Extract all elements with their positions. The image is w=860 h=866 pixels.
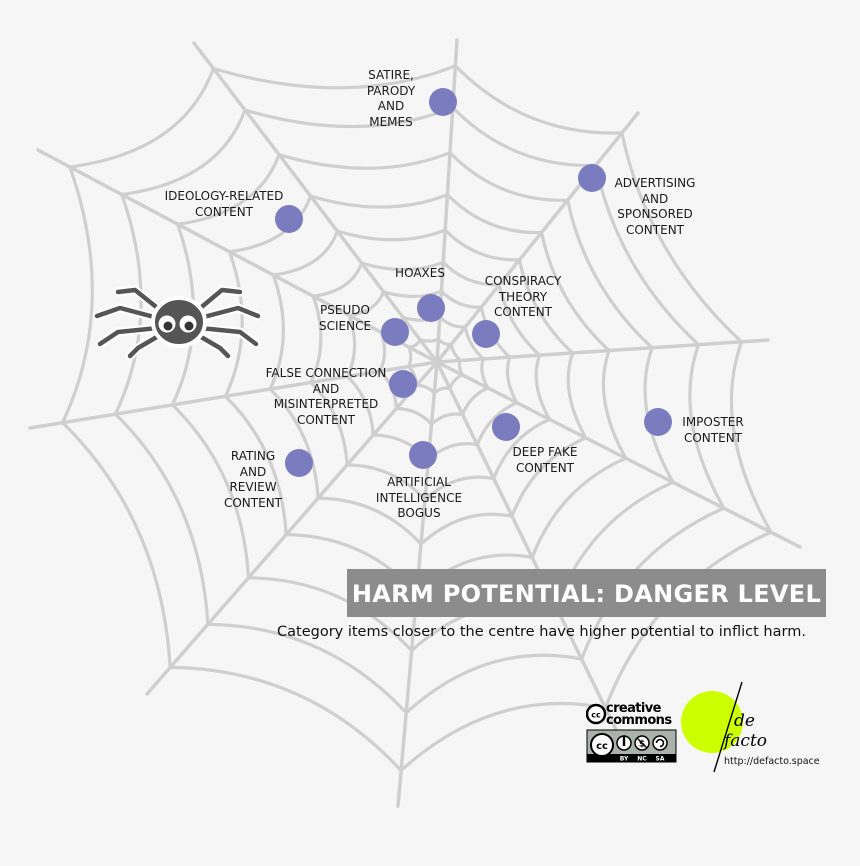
category-dot <box>492 413 520 441</box>
category-dot <box>285 449 313 477</box>
category-label: IDEOLOGY-RELATED CONTENT <box>165 189 284 220</box>
category-dot <box>429 88 457 116</box>
defacto-url: http://defacto.space <box>724 756 820 767</box>
category-label: ARTIFICIAL INTELLIGENCE BOGUS <box>376 475 462 522</box>
category-dot <box>381 318 409 346</box>
svg-text:cc: cc <box>591 711 601 720</box>
cc-term-nc: NC <box>637 756 647 763</box>
web-spoke <box>437 362 620 738</box>
category-label: IMPOSTER CONTENT <box>682 415 743 446</box>
cc-logo-word-bottom: commons <box>606 713 672 728</box>
creative-commons-icon: cc creative commons cc $ BY NC SA <box>586 700 678 764</box>
category-label: DEEP FAKE CONTENT <box>513 445 578 476</box>
diagram-title: HARM POTENTIAL: DANGER LEVEL <box>347 569 826 617</box>
category-label: HOAXES <box>395 266 445 282</box>
category-dot <box>417 294 445 322</box>
cc-term-sa: SA <box>656 756 665 763</box>
cc-badge: cc <box>596 741 608 752</box>
category-label: FALSE CONNECTION AND MISINTERPRETED CONT… <box>266 366 387 428</box>
defacto-word-de: de <box>734 711 755 731</box>
category-dot <box>578 164 606 192</box>
category-label: ADVERTISING AND SPONSORED CONTENT <box>615 176 696 238</box>
web-spoke <box>437 113 638 362</box>
diagram-subtitle: Category items closer to the centre have… <box>277 624 806 640</box>
category-dot <box>644 408 672 436</box>
defacto-word-facto: facto <box>722 731 767 751</box>
category-dot <box>389 370 417 398</box>
category-label: CONSPIRACY THEORY CONTENT <box>485 274 562 321</box>
category-dot <box>409 441 437 469</box>
title-banner: HARM POTENTIAL: DANGER LEVEL <box>347 569 826 617</box>
cc-term-by: BY <box>620 756 629 763</box>
category-label: RATING AND REVIEW CONTENT <box>224 449 282 511</box>
category-label: PSEUDO SCIENCE <box>319 303 371 334</box>
web-spoke <box>437 362 800 547</box>
category-dot <box>472 320 500 348</box>
category-label: SATIRE, PARODY AND MEMES <box>367 68 415 130</box>
spider-icon <box>97 290 258 356</box>
